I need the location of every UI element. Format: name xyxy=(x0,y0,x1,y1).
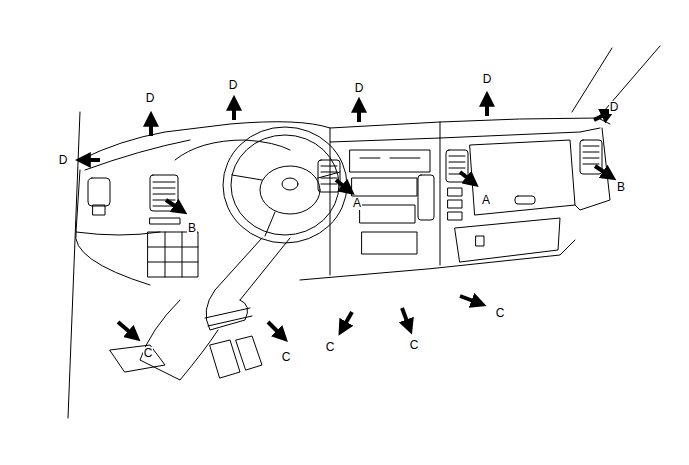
callout-letter: D xyxy=(228,79,239,92)
callout-letter: B xyxy=(187,222,197,235)
callout-letter: B xyxy=(616,181,626,194)
callout-letter: C xyxy=(495,307,506,320)
callout-letter: D xyxy=(482,73,493,86)
callout-letter: C xyxy=(143,347,154,360)
callout-letter: C xyxy=(281,351,292,364)
callout-letter: D xyxy=(354,82,365,95)
callout-letter: A xyxy=(481,194,491,207)
callout-letter: C xyxy=(409,339,420,352)
callout-letter: D xyxy=(145,92,156,105)
callout-letter: A xyxy=(352,197,362,210)
callout-letter: D xyxy=(609,101,620,114)
callout-letter: C xyxy=(325,341,336,354)
callout-letter: D xyxy=(58,154,69,167)
